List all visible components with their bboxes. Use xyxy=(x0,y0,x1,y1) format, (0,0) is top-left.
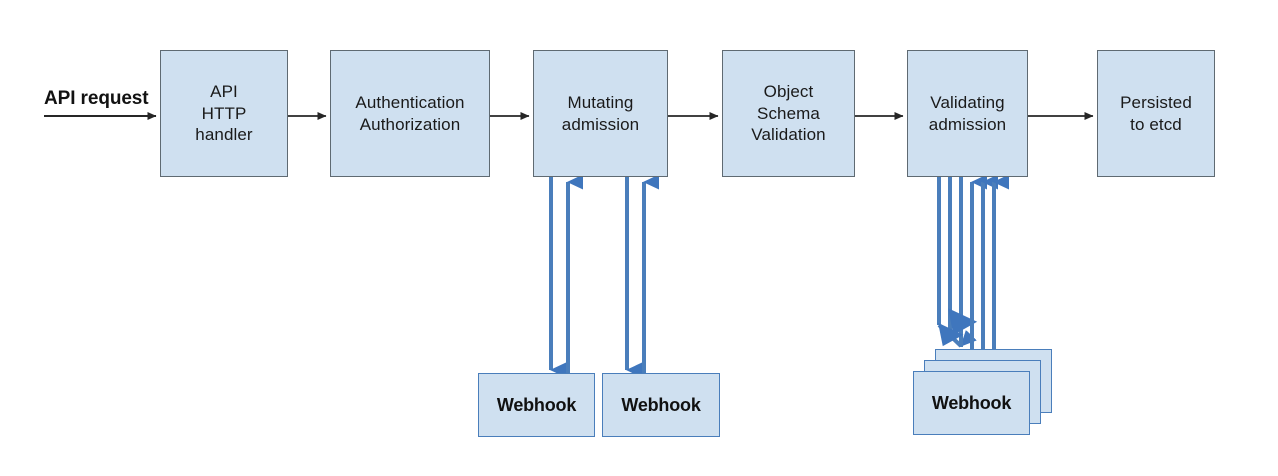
entry-label: API request xyxy=(44,88,149,109)
node-object-schema-validation[interactable]: Object Schema Validation xyxy=(722,50,855,177)
node-api-http-handler[interactable]: API HTTP handler xyxy=(160,50,288,177)
mutating-webhook-2-label: Webhook xyxy=(621,394,701,415)
node-api-http-handler-label: API HTTP handler xyxy=(195,81,253,145)
mutating-webhook-1-arrows xyxy=(549,174,583,378)
node-authentication-authorization-label: Authentication Authorization xyxy=(355,92,465,134)
validating-webhook-stack-card-1[interactable]: Webhook xyxy=(913,371,1030,435)
node-authentication-authorization[interactable]: Authentication Authorization xyxy=(330,50,490,177)
mutating-webhook-1-label: Webhook xyxy=(496,394,577,415)
validating-webhook-arrows xyxy=(937,174,1009,374)
node-persisted-to-etcd-label: Persisted to etcd xyxy=(1120,92,1192,134)
node-object-schema-validation-label: Object Schema Validation xyxy=(751,81,826,145)
node-persisted-to-etcd[interactable]: Persisted to etcd xyxy=(1097,50,1215,177)
node-validating-admission-label: Validating admission xyxy=(928,92,1007,134)
mutating-webhook-2-arrows xyxy=(625,174,659,378)
node-validating-admission[interactable]: Validating admission xyxy=(907,50,1028,177)
mutating-webhook-1[interactable]: Webhook xyxy=(478,373,595,437)
node-mutating-admission-label: Mutating admission xyxy=(561,92,640,134)
node-mutating-admission[interactable]: Mutating admission xyxy=(533,50,668,177)
validating-webhook-label: Webhook xyxy=(931,392,1012,413)
mutating-webhook-2[interactable]: Webhook xyxy=(602,373,720,437)
